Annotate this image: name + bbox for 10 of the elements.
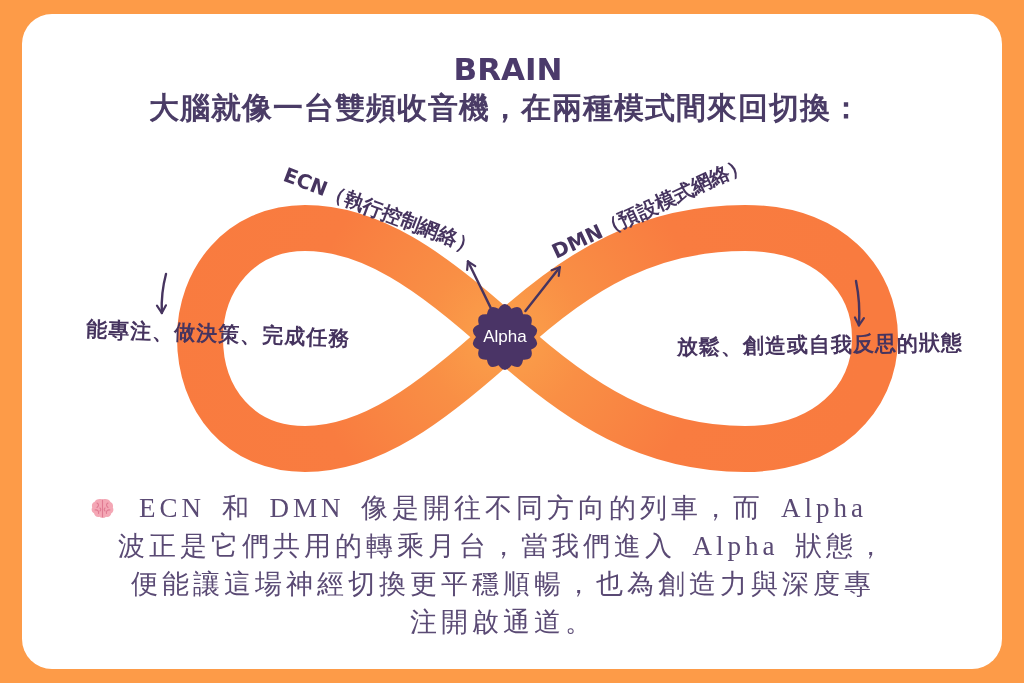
network-label: ECN（執行控制網絡） bbox=[276, 159, 484, 263]
arrow bbox=[524, 266, 561, 313]
network-label: DMN（預設模式網絡） bbox=[545, 148, 755, 268]
arrow bbox=[155, 272, 168, 315]
alpha-badge: Alpha bbox=[470, 302, 540, 372]
caption-text: ECN 和 DMN 像是開往不同方向的列車，而 Alpha 波正是它們共用的轉乘月台，當我們進入 Alpha 狀態，便能讓這場神經切換更平穩順暢，也為創造力與深度專注開啟通道。 bbox=[116, 492, 890, 639]
title: BRAIN bbox=[453, 52, 563, 88]
arrow bbox=[853, 279, 865, 327]
arrow bbox=[466, 260, 492, 309]
subtitle: 大腦就像一台雙頻收音機，在兩種模式間來回切換： bbox=[148, 90, 862, 126]
